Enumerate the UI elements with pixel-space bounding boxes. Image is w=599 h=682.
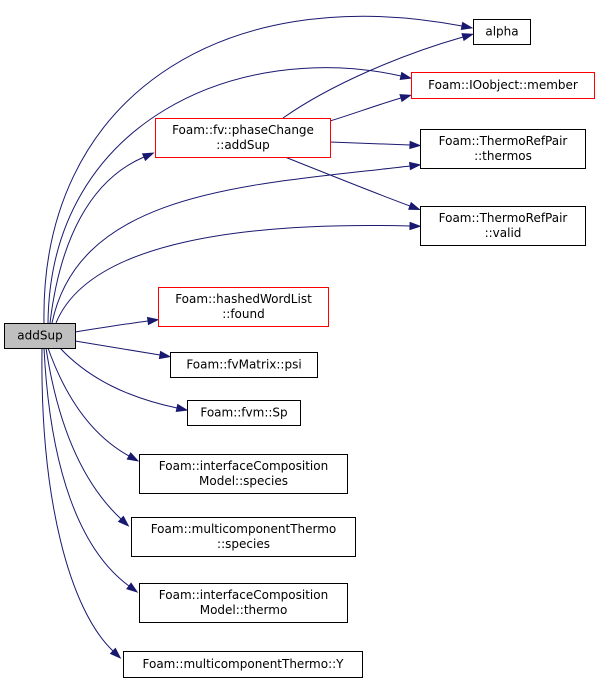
edge-line [43, 15, 463, 324]
edge-addSup_root-to-thermorefpair_thermos [51, 161, 422, 324]
node-label: addSup [17, 329, 62, 343]
edge-addSup_root-to-phasechange_addsup [49, 152, 155, 324]
node-label: Foam::ThermoRefPair [439, 134, 568, 148]
edge-line [45, 347, 122, 520]
node-box [131, 517, 356, 557]
edge-line [55, 224, 411, 324]
edge-line [47, 347, 130, 457]
node-label: alpha [485, 25, 518, 39]
node-addSup_root: addSup [4, 323, 76, 349]
node-label: Foam::fvMatrix::psi [186, 358, 301, 372]
arrowhead [141, 152, 155, 162]
arrowhead [399, 71, 413, 80]
node-label: Foam::ThermoRefPair [439, 211, 568, 225]
edge-phasechange_addsup-to-ioobject_member [329, 94, 413, 122]
edge-addSup_root-to-multicomp_species [45, 347, 130, 527]
node-alpha[interactable]: alpha [473, 19, 531, 45]
arrowhead [460, 21, 474, 31]
node-fvmatrix_psi[interactable]: Foam::fvMatrix::psi [170, 352, 318, 378]
node-label: Model::species [199, 474, 288, 488]
arrowhead [409, 140, 422, 150]
edge-line [282, 36, 464, 119]
node-label: Foam::fvm::Sp [200, 406, 287, 420]
node-label: Foam::hashedWordList [175, 292, 312, 306]
edge-line [329, 141, 411, 146]
node-label: ::valid [485, 226, 522, 240]
edge-addSup_root-to-multicomp_y [41, 347, 122, 659]
node-box [139, 583, 348, 623]
edge-line [51, 165, 411, 324]
edge-line [74, 340, 161, 356]
node-box [187, 400, 301, 426]
arrowhead [409, 221, 422, 231]
arrowhead [175, 403, 189, 413]
arrowhead [146, 316, 160, 326]
edge-addSup_root-to-fvm_sp [59, 347, 189, 413]
node-box [4, 323, 76, 349]
node-hashedwordlist_found[interactable]: Foam::hashedWordList::found [158, 287, 329, 327]
edge-phasechange_addsup-to-alpha [282, 33, 475, 119]
node-thermorefpair_valid[interactable]: Foam::ThermoRefPair::valid [420, 206, 586, 246]
node-box [155, 118, 331, 158]
node-box [170, 352, 318, 378]
node-box [158, 287, 329, 327]
arrowhead [117, 515, 130, 527]
node-multicomp_species[interactable]: Foam::multicomponentThermo::species [131, 517, 356, 557]
arrowhead [158, 350, 172, 360]
node-ioobject_member[interactable]: Foam::IOobject::member [411, 72, 595, 99]
node-label: Foam::interfaceComposition [159, 588, 328, 602]
node-box [420, 206, 586, 246]
arrowhead [409, 161, 422, 171]
node-label: Foam::multicomponentThermo::Y [143, 657, 345, 671]
edge-addSup_root-to-interfacecomp_species [47, 347, 140, 462]
edge-addSup_root-to-thermorefpair_valid [55, 221, 422, 324]
node-label: Model::thermo [200, 603, 288, 617]
node-box [411, 72, 595, 99]
node-label: ::found [222, 307, 264, 321]
edge-line [59, 347, 178, 409]
edge-line [47, 67, 402, 324]
node-label: Foam::multicomponentThermo [151, 522, 337, 536]
node-label: ::addSup [216, 138, 270, 152]
arrowhead [399, 94, 413, 103]
edge-phasechange_addsup-to-thermorefpair_thermos [329, 140, 422, 150]
node-box [123, 651, 363, 678]
node-label: Foam::fv::phaseChange [172, 123, 314, 137]
arrowhead [126, 452, 140, 462]
edge-line [74, 320, 149, 333]
arrowhead [408, 201, 421, 210]
edge-addSup_root-to-fvmatrix_psi [74, 340, 172, 360]
arrowhead [126, 582, 139, 593]
edge-line [43, 347, 130, 587]
edge-line [49, 156, 145, 324]
node-label: ::species [217, 537, 270, 551]
edge-phasechange_addsup-to-thermorefpair_valid [284, 156, 421, 210]
arrowhead [109, 647, 122, 659]
node-label: Foam::interfaceComposition [159, 459, 328, 473]
node-label: ::thermos [474, 149, 532, 163]
node-phasechange_addsup[interactable]: Foam::fv::phaseChange::addSup [155, 118, 331, 158]
node-multicomp_y[interactable]: Foam::multicomponentThermo::Y [123, 651, 363, 678]
arrowhead [461, 33, 475, 42]
edge-addSup_root-to-alpha [43, 15, 474, 324]
node-thermorefpair_thermos[interactable]: Foam::ThermoRefPair::thermos [420, 129, 586, 169]
node-label: Foam::IOobject::member [428, 78, 578, 92]
edge-addSup_root-to-hashedwordlist_found [74, 316, 160, 333]
node-box [420, 129, 586, 169]
node-box [473, 19, 531, 45]
edge-line [41, 347, 114, 652]
node-box [139, 454, 348, 494]
edge-addSup_root-to-ioobject_member [47, 67, 413, 324]
edge-line [329, 97, 402, 122]
node-fvm_sp[interactable]: Foam::fvm::Sp [187, 400, 301, 426]
edge-line [284, 156, 411, 207]
edge-addSup_root-to-interfacecomp_thermo [43, 347, 139, 593]
